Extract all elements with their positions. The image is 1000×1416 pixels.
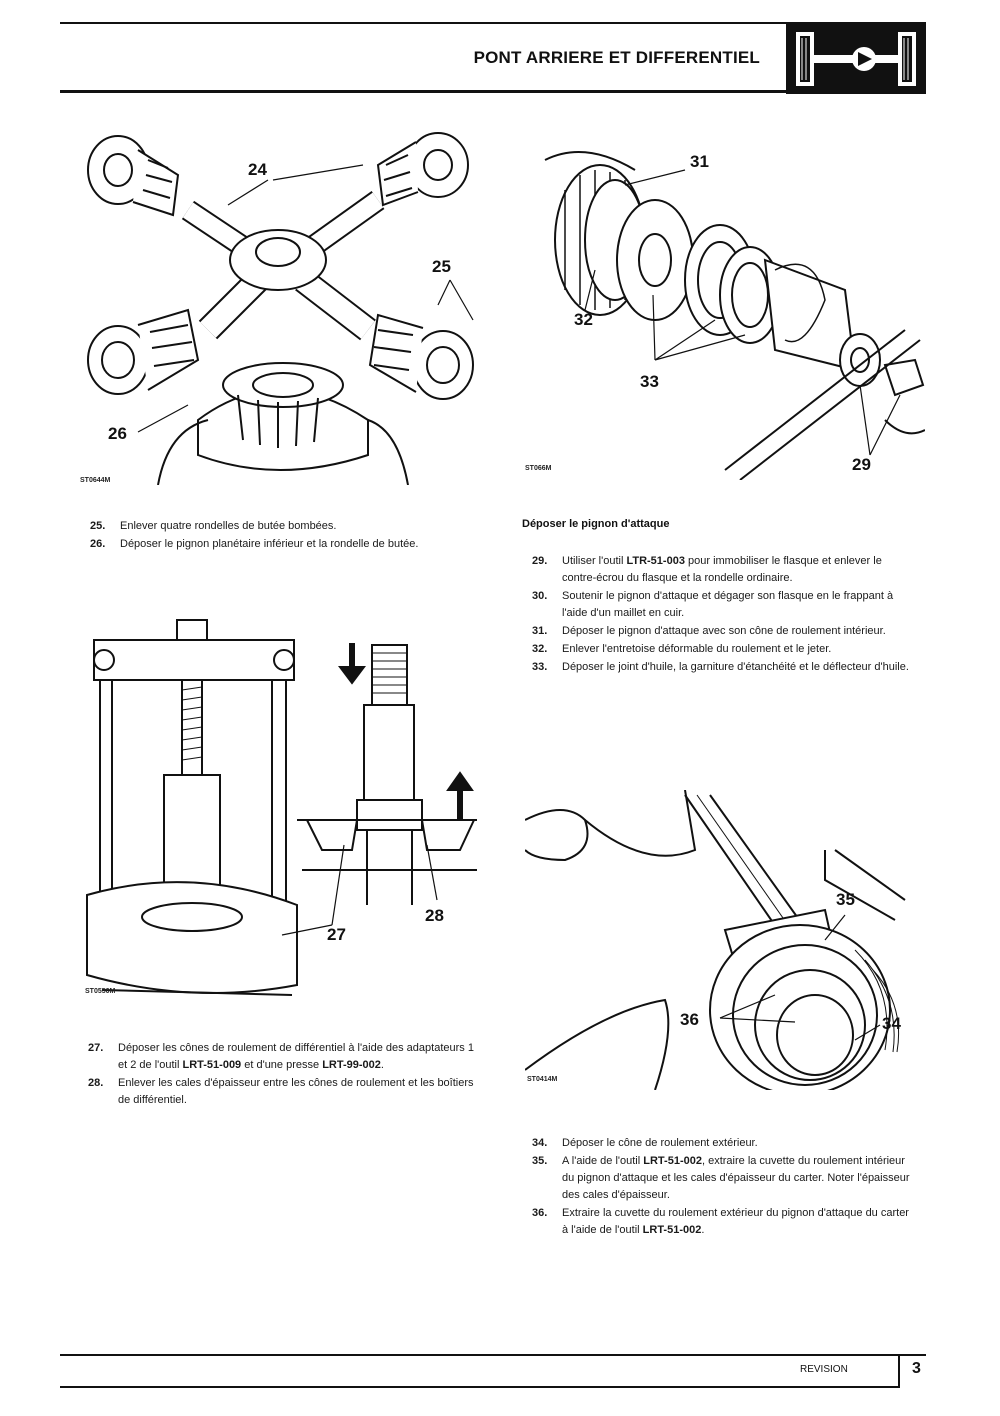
axle-differential-icon xyxy=(786,24,926,94)
tool-ref: LRT-99-002 xyxy=(322,1059,381,1071)
callout-36: 36 xyxy=(680,1010,699,1029)
steps-right-bottom: 34. Déposer le cône de roulement extérie… xyxy=(532,1135,917,1240)
callout-26: 26 xyxy=(108,424,127,443)
header-top-rule xyxy=(60,22,926,24)
figure-code: ST0644M xyxy=(80,477,111,484)
revision-code: REVISION xyxy=(800,1364,848,1375)
figure-code: ST066M xyxy=(525,465,552,472)
tool-ref: LRT-51-002 xyxy=(642,1224,702,1236)
step-30: 30. Soutenir le pignon d'attaque et déga… xyxy=(532,590,894,619)
step-33: 33. Déposer le joint d'huile, la garnitu… xyxy=(532,661,909,673)
section-heading: Déposer le pignon d'attaque xyxy=(522,518,670,530)
callout-27: 27 xyxy=(327,925,346,944)
step-26: 26. Déposer le pignon planétaire inférie… xyxy=(90,538,419,550)
callout-25: 25 xyxy=(432,257,451,276)
step-29: 29. Utiliser l'outil LTR-51-003 pour imm… xyxy=(532,555,882,584)
callout-29: 29 xyxy=(852,455,871,474)
figure-bearing-cup-extraction xyxy=(525,790,925,1090)
step-27: 27. Déposer les cônes de roulement de di… xyxy=(88,1042,474,1071)
steps-right-top: 29. Utiliser l'outil LTR-51-003 pour imm… xyxy=(532,553,917,677)
step-34: 34. Déposer le cône de roulement extérie… xyxy=(532,1137,758,1149)
callout-31: 31 xyxy=(690,152,709,171)
figure-code: ST0414M xyxy=(527,1076,558,1083)
callout-35: 35 xyxy=(836,890,855,909)
callout-24: 24 xyxy=(248,160,267,179)
step-36: 36. Extraire la cuvette du roulement ext… xyxy=(532,1207,909,1236)
figure-pinion-assembly xyxy=(525,130,925,480)
page-number: 3 xyxy=(912,1360,921,1377)
step-25: 25. Enlever quatre rondelles de butée bo… xyxy=(90,520,337,532)
step-31: 31. Déposer le pignon d'attaque avec son… xyxy=(532,625,886,637)
step-35: 35. A l'aide de l'outil LRT-51-002, extr… xyxy=(532,1155,910,1201)
callout-34: 34 xyxy=(882,1014,901,1033)
header-bottom-rule xyxy=(60,90,786,93)
callout-32: 32 xyxy=(574,310,593,329)
footer-top-rule xyxy=(60,1354,926,1356)
figure-code: ST0550M xyxy=(85,988,116,995)
tool-ref: LRT-51-009 xyxy=(182,1059,242,1071)
figure-bearing-press xyxy=(82,605,482,1005)
step-32: 32. Enlever l'entretoise déformable du r… xyxy=(532,643,832,655)
figure-differential-gears xyxy=(78,120,478,485)
callout-33: 33 xyxy=(640,372,659,391)
footer-divider xyxy=(898,1354,900,1388)
footer-bottom-rule xyxy=(60,1386,898,1388)
page-title: PONT ARRIERE ET DIFFERENTIEL xyxy=(473,48,760,67)
step-28: 28. Enlever les cales d'épaisseur entre … xyxy=(88,1077,474,1106)
steps-left-bottom: 27. Déposer les cônes de roulement de di… xyxy=(88,1040,480,1110)
tool-ref: LRT-51-002 xyxy=(643,1155,702,1167)
callout-28: 28 xyxy=(425,906,444,925)
steps-left-top: 25. Enlever quatre rondelles de butée bo… xyxy=(90,518,485,554)
tool-ref: LTR-51-003 xyxy=(626,555,685,567)
